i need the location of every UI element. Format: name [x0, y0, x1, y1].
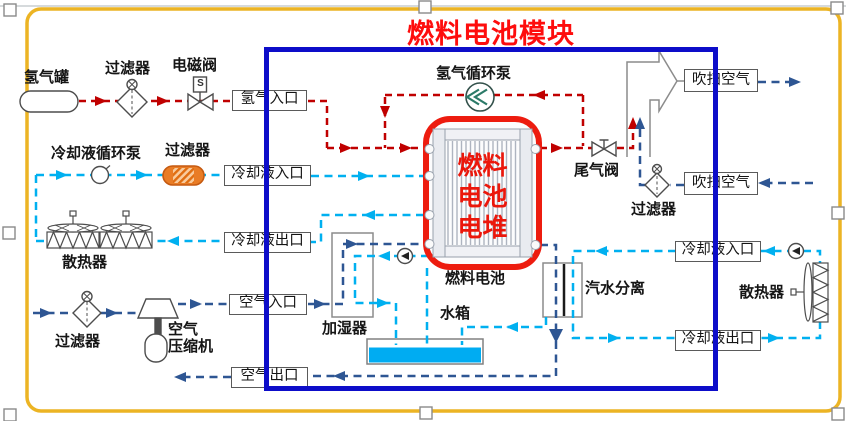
right-coolant-pump-symbol[interactable] — [787, 242, 805, 260]
diagram-title: 燃料电池模块 — [407, 19, 575, 49]
port-coolant-outlet-right[interactable]: 冷却液出口 — [675, 330, 761, 351]
label-h2-tank: 氢气罐 — [24, 69, 70, 86]
coolant-pump-symbol[interactable] — [90, 165, 111, 185]
label-solenoid-valve: 电磁阀 — [172, 57, 218, 74]
label-separator: 汽水分离 — [585, 280, 646, 297]
label-coolant-filter: 过滤器 — [165, 142, 211, 159]
label-air-compressor: 空气压缩机 — [168, 321, 213, 355]
selection-handle-bottom-right[interactable] — [831, 407, 845, 421]
label-air-compressor-line1: 空气 — [168, 321, 199, 338]
purge-filter-symbol[interactable] — [644, 163, 670, 198]
fuel-cell-stack-symbol[interactable] — [423, 116, 542, 270]
label-tail-gas-valve: 尾气阀 — [574, 162, 620, 179]
label-fuel-cell: 燃料电池 — [445, 270, 506, 287]
label-radiator-left: 散热器 — [62, 254, 108, 271]
selection-handle-middle-right[interactable] — [831, 206, 845, 220]
port-h2-inlet[interactable]: 氢气入口 — [232, 90, 307, 111]
tail-gas-valve-symbol[interactable] — [591, 139, 617, 158]
hydrogen-arrows — [95, 90, 638, 153]
selection-handle-top-center[interactable] — [418, 0, 432, 14]
selection-handle-top-right[interactable] — [830, 1, 844, 15]
port-purge-air-out[interactable]: 吹扫空气 — [684, 69, 758, 92]
stack-title-line1: 燃料 — [457, 152, 508, 180]
label-h2-filter: 过滤器 — [105, 60, 151, 77]
water-fill — [369, 347, 481, 363]
port-purge-air-in[interactable]: 吹扫空气 — [684, 172, 758, 195]
air-compressor-symbol[interactable] — [136, 298, 180, 363]
hydrogen-tank-symbol[interactable] — [19, 90, 79, 113]
module-border[interactable] — [264, 47, 718, 391]
h2-filter-symbol[interactable] — [116, 78, 148, 118]
port-air-outlet[interactable]: 空气出口 — [231, 367, 308, 388]
stack-title-line3: 电堆 — [457, 214, 508, 242]
port-coolant-inlet-right[interactable]: 冷却液入口 — [675, 241, 761, 262]
label-h2-circulation-pump: 氢气循环泵 — [436, 65, 512, 82]
label-air-filter: 过滤器 — [55, 333, 101, 350]
selection-handle-top-left[interactable] — [3, 3, 17, 17]
stack-title-line2: 电池 — [457, 183, 508, 211]
selection-handle-bottom-left[interactable] — [3, 408, 17, 421]
left-radiator-symbol[interactable] — [46, 210, 153, 250]
label-water-tank: 水箱 — [440, 305, 471, 322]
stack-title: 燃料电池电堆 — [426, 151, 539, 244]
air-arrows — [40, 77, 801, 382]
label-coolant-pump: 冷却液循环泵 — [51, 145, 142, 162]
label-purge-filter: 过滤器 — [631, 201, 677, 218]
coolant-filter-symbol[interactable] — [162, 165, 205, 186]
solenoid-valve-symbol[interactable] — [187, 76, 214, 112]
h2-circulation-pump-symbol[interactable] — [464, 82, 495, 112]
water-pump-symbol[interactable] — [396, 247, 414, 265]
right-radiator-symbol[interactable] — [790, 262, 830, 323]
equipment-symbols — [19, 76, 830, 363]
selection-handle-middle-left[interactable] — [2, 226, 16, 240]
label-humidifier: 加湿器 — [322, 320, 368, 337]
air-filter-symbol[interactable] — [72, 290, 102, 328]
label-air-compressor-line2: 压缩机 — [168, 338, 214, 355]
selection-handle-bottom-center[interactable] — [419, 406, 433, 420]
label-radiator-right: 散热器 — [739, 284, 785, 301]
water-tank-symbol[interactable] — [366, 338, 484, 365]
coolant-arrows — [56, 170, 780, 343]
separator-symbol[interactable] — [542, 262, 583, 318]
solenoid-letter: S — [197, 78, 204, 89]
